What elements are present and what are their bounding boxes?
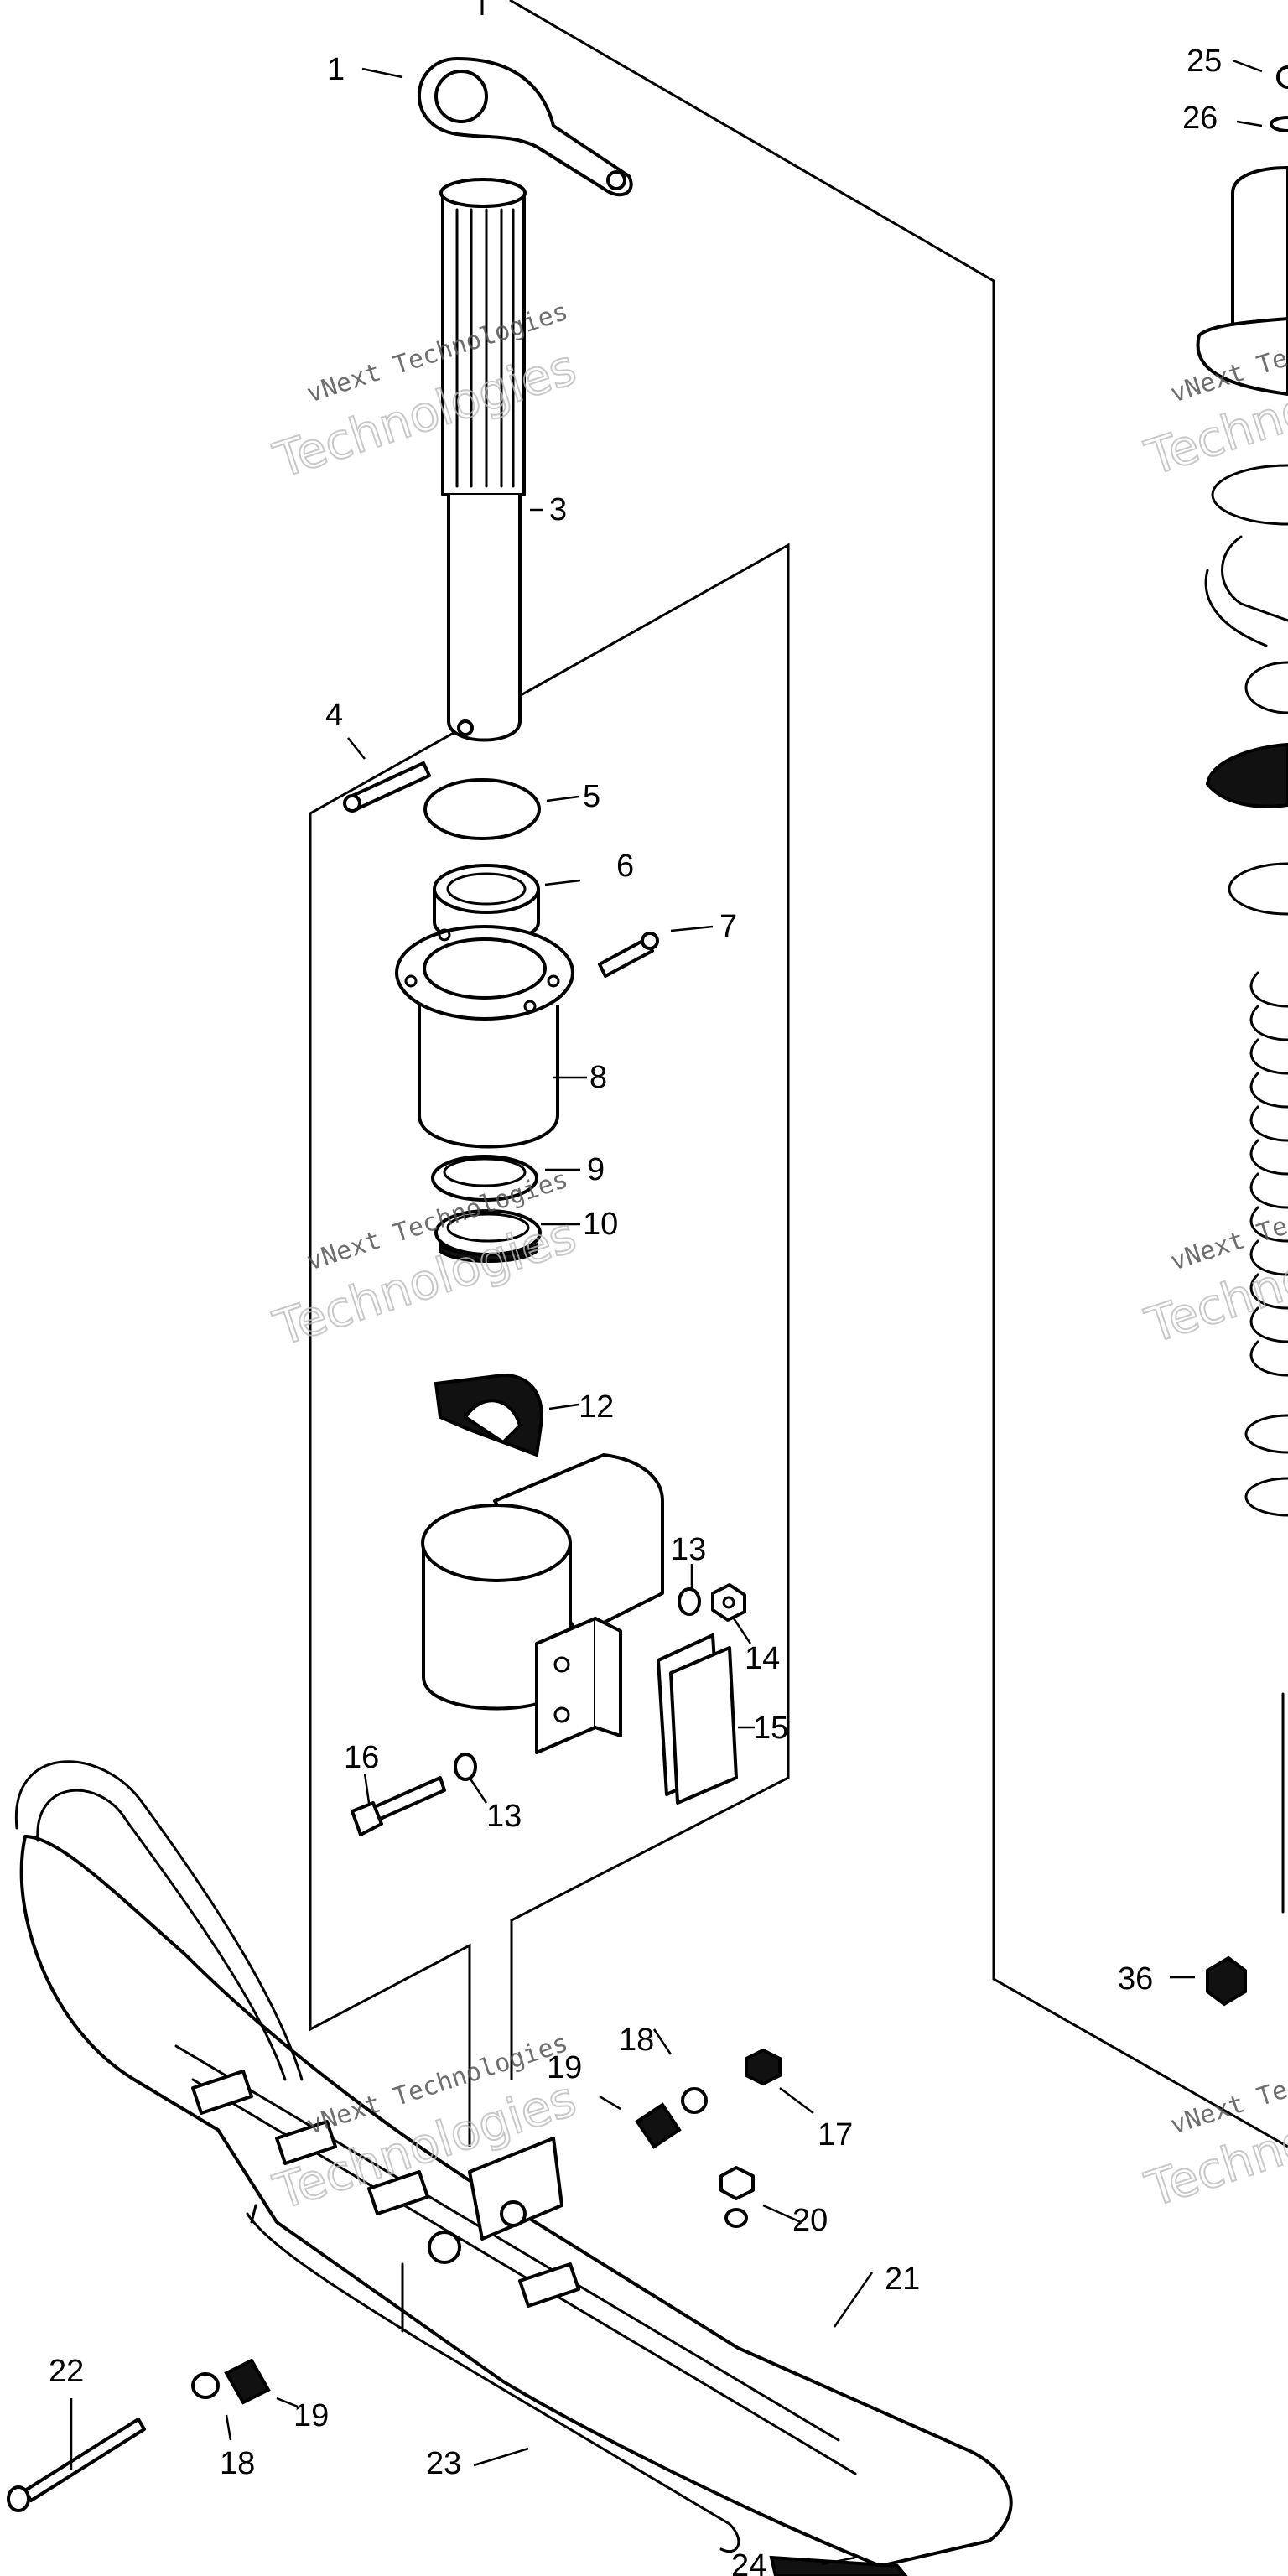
watermark-6: vNext Technologies Technologies [1138, 2028, 1288, 2220]
spacer-part-19-lower [224, 2358, 271, 2405]
callout-6: 6 [616, 849, 634, 884]
callout-3: 3 [549, 492, 567, 527]
spacer-part-19-upper [635, 2102, 682, 2149]
plate-part-15 [657, 1633, 738, 1805]
grease-fitting-part-7 [598, 932, 659, 978]
bolt-part-22 [7, 2418, 146, 2512]
washer-part-18-upper [681, 2087, 708, 2114]
callout-labels: 1 3 4 5 6 7 8 9 10 12 13 14 15 16 13 19 … [49, 44, 1222, 2576]
callout-4: 4 [325, 698, 343, 733]
nut-part-20 [719, 2166, 755, 2228]
stopper-part-12 [434, 1373, 543, 1457]
callout-13-upper: 13 [671, 1532, 706, 1567]
nut-part-14 [711, 1583, 746, 1622]
callout-1: 1 [327, 52, 345, 87]
callout-8: 8 [589, 1060, 607, 1095]
callout-5: 5 [583, 779, 600, 814]
callout-20: 20 [792, 2203, 828, 2238]
ring-part-9 [431, 1155, 538, 1202]
callout-16: 16 [344, 1740, 379, 1775]
pin-part-4 [343, 761, 431, 813]
ring-part-10 [434, 1209, 542, 1263]
main-frame [480, 0, 1288, 2148]
callout-13-lower: 13 [486, 1799, 522, 1834]
callout-19-lower: 19 [293, 2398, 329, 2433]
washer-part-18-lower [191, 2372, 220, 2399]
callout-18-lower: 18 [220, 2446, 255, 2481]
splined-shaft-part-3 [439, 178, 527, 742]
leader-lines [70, 59, 1263, 2566]
washer-part-13-lower [454, 1753, 477, 1781]
runner-part-23 [246, 2204, 740, 2553]
callout-36: 36 [1118, 1961, 1153, 1997]
spindle-housing [421, 1453, 664, 1754]
callout-9: 9 [587, 1152, 605, 1187]
callout-15: 15 [753, 1711, 788, 1746]
spanner-wrench-part-1 [417, 57, 633, 197]
callout-14: 14 [745, 1641, 780, 1676]
callout-23: 23 [426, 2446, 461, 2481]
callout-19-upper: 19 [547, 2050, 582, 2085]
carbide-part-24 [769, 2555, 908, 2576]
callout-21: 21 [885, 2262, 920, 2297]
callout-24: 24 [731, 2548, 766, 2576]
watermark-1: vNext Technologies Technologies [266, 297, 583, 491]
shock-absorber-partial [1196, 65, 1288, 2007]
sub-frame [309, 543, 790, 2147]
callout-12: 12 [579, 1389, 614, 1425]
watermark-2: vNext Technologies Technologies [266, 1165, 583, 1358]
washer-part-13-upper [678, 1587, 701, 1616]
nut-part-17 [745, 2048, 782, 2086]
callout-25: 25 [1187, 44, 1222, 79]
callout-26: 26 [1182, 101, 1218, 136]
callout-22: 22 [49, 2354, 84, 2389]
watermark-5: vNext Technologies Technologies [1138, 1165, 1288, 1356]
flanged-housing-part-8 [395, 925, 574, 1149]
callout-18-upper: 18 [619, 2023, 654, 2058]
bolt-part-16 [351, 1776, 446, 1836]
callout-10: 10 [583, 1207, 618, 1242]
callout-7: 7 [719, 909, 737, 944]
washer-part-5 [423, 778, 541, 840]
callout-17: 17 [818, 2117, 853, 2153]
ski-part-21 [14, 1760, 1013, 2568]
